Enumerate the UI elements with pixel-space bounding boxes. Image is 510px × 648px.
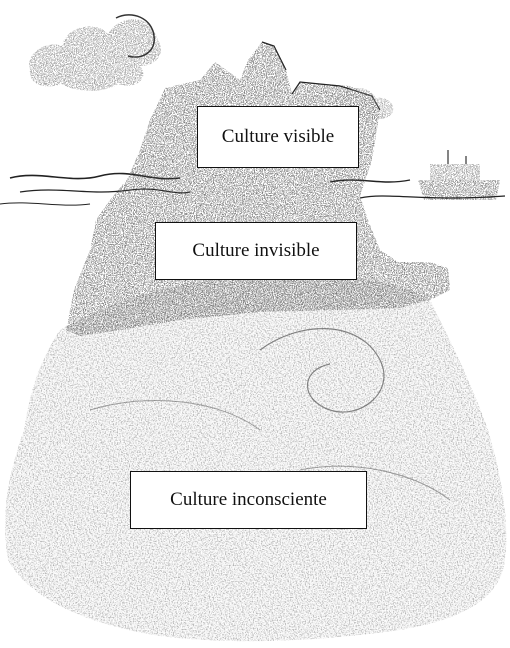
unconscious-culture-label: Culture inconsciente	[130, 471, 367, 529]
cloud	[29, 15, 161, 91]
invisible-culture-label: Culture invisible	[155, 222, 357, 280]
iceberg-body	[66, 42, 450, 336]
ship	[418, 150, 500, 200]
visible-culture-label: Culture visible	[197, 106, 359, 168]
